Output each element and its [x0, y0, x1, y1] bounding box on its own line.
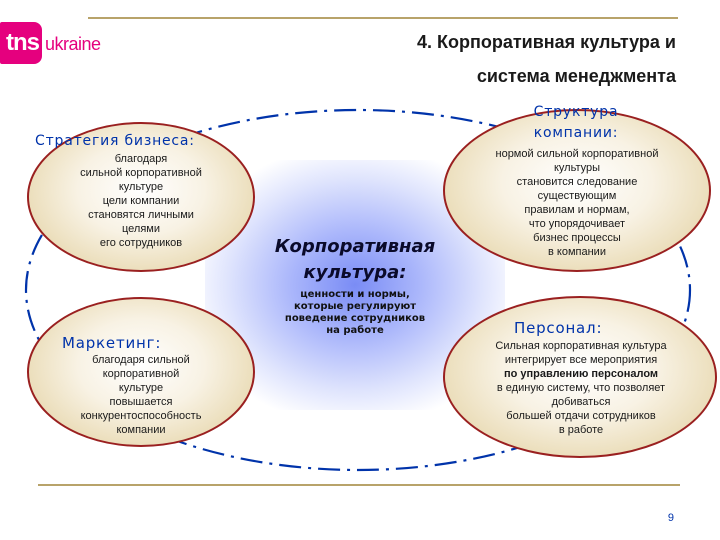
strategy-title: Стратегия бизнеса:	[35, 133, 195, 149]
structure-oval	[443, 109, 711, 272]
marketing-title: Маркетинг:	[62, 334, 162, 352]
structure-title: Структура компании:	[533, 104, 619, 141]
marketing-oval	[27, 297, 255, 447]
personnel-text: Сильная корпоративная культура интегриру…	[495, 340, 667, 436]
strategy-oval	[27, 122, 255, 272]
personnel-title: Персонал:	[514, 319, 603, 337]
slide-title-line-1: 4. Корпоративная культура и	[416, 32, 676, 52]
center-title: Корпоративная культура:	[274, 236, 436, 283]
strategy-text: благодаря сильной корпоративной культуре…	[80, 153, 202, 249]
tns-logo-suffix: ukraine	[45, 34, 101, 54]
structure-text: нормой сильной корпоративной культуры ст…	[495, 148, 659, 258]
page-number: 9	[667, 512, 674, 524]
tns-logo-mark: tns	[0, 22, 42, 64]
center-text: ценности и нормы, которые регулируют пов…	[284, 289, 426, 336]
personnel-oval	[443, 296, 717, 458]
marketing-text: благодаря сильной корпоративной культуре…	[80, 354, 202, 436]
slide-title-line-2: система менеджмента	[476, 66, 676, 86]
footer-rule	[38, 484, 680, 486]
title-rule-top	[88, 17, 678, 19]
